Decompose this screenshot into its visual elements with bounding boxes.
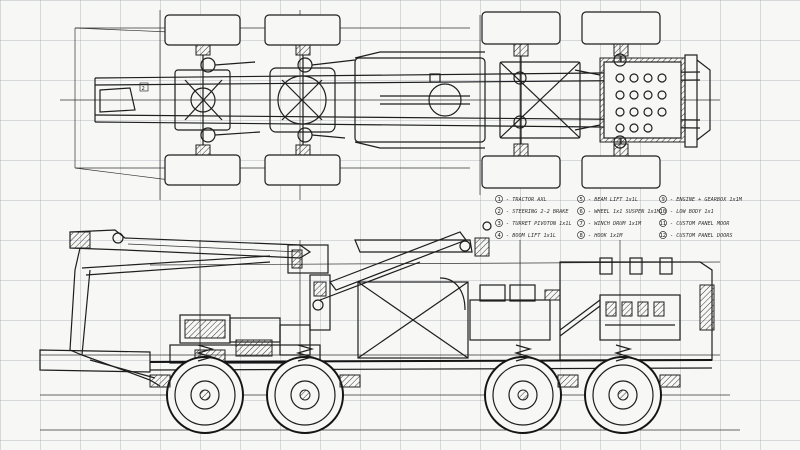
legend-num: 7: [580, 221, 583, 227]
wheel-icon: [581, 11, 661, 45]
legend-num: 4: [498, 233, 502, 239]
legend-item: - LOW BODY 1x1: [670, 209, 714, 215]
suspension: [149, 344, 681, 388]
plan-view: 2: [60, 10, 720, 200]
wheel-icon: [481, 155, 561, 189]
legend-num: 11: [660, 221, 667, 227]
plan-marker-box: [139, 82, 149, 92]
legend-item: - WINCH DRUM 1x1M: [588, 221, 642, 227]
wheel-icon: [166, 356, 244, 434]
plan-construction-lines: [60, 10, 720, 200]
side-view: [39, 221, 740, 434]
engine-block: [605, 301, 675, 326]
wheel-icon: [484, 356, 562, 434]
plan-front-axles: [174, 57, 356, 143]
front-mechanics: [169, 314, 321, 364]
legend-num: 6: [580, 209, 583, 215]
legend-col-1: 1 - TRACTOR AXL 2 - STEERING 2-2 BRAKE 3…: [495, 195, 572, 239]
plan-marker-label: 2: [142, 86, 145, 92]
wheel-icon: [266, 356, 344, 434]
legend-col-3: 9 - ENGINE + GEARBOX 1x1M 10 - LOW BODY …: [659, 195, 743, 239]
legend-item: - BOOM LIFT 1x1L: [506, 233, 556, 239]
legend-item: - BEAM LIFT 1x1L: [588, 197, 638, 203]
wheel-icon: [164, 154, 241, 186]
plan-wheels: [164, 11, 661, 189]
rear-radiator-grid: [615, 73, 667, 133]
hydraulic-rams: [319, 221, 492, 301]
legend: 1 - TRACTOR AXL 2 - STEERING 2-2 BRAKE 3…: [495, 195, 743, 239]
legend-item: - HOOK 1x1M: [588, 233, 623, 239]
side-wheels: [166, 356, 662, 434]
legend-item: - WHEEL 1x1 SUSPEN 1x1M: [588, 209, 661, 215]
crane-turret: [287, 244, 331, 331]
legend-num: 3: [498, 221, 501, 227]
wheel-icon: [264, 14, 341, 46]
crane-boom: [69, 229, 312, 387]
plan-rear-bogie: [499, 53, 711, 149]
legend-item: - TURRET PIVOTON 1x1L: [506, 221, 572, 227]
legend-num: 12: [660, 233, 667, 239]
plan-body: [354, 51, 486, 149]
wheel-icon: [481, 11, 561, 45]
wheel-icon: [164, 14, 241, 46]
legend-item: - TRACTOR AXL: [506, 197, 547, 203]
legend-item: - STEERING 2-2 BRAKE: [506, 209, 569, 215]
legend-col-2: 5 - BEAM LIFT 1x1L 6 - WHEEL 1x1 SUSPEN …: [577, 195, 661, 239]
legend-item: - ENGINE + GEARBOX 1x1M: [670, 197, 743, 203]
wheel-icon: [584, 356, 662, 434]
legend-num: 10: [660, 209, 667, 215]
legend-num: 2: [498, 209, 501, 215]
rear-compartment: [559, 257, 715, 361]
legend-num: 9: [662, 197, 665, 203]
legend-num: 5: [580, 197, 583, 203]
plan-hubs: [195, 43, 629, 157]
legend-item: - CUSTOM PANEL DOORS: [670, 233, 732, 239]
legend-num: 1: [498, 197, 501, 203]
wheel-icon: [264, 154, 341, 186]
legend-num: 8: [580, 233, 583, 239]
legend-item: - CUSTOM PANEL MOOR: [670, 221, 729, 227]
center-body: [357, 277, 601, 359]
plan-frame: [94, 71, 701, 129]
wheel-icon: [581, 155, 661, 189]
